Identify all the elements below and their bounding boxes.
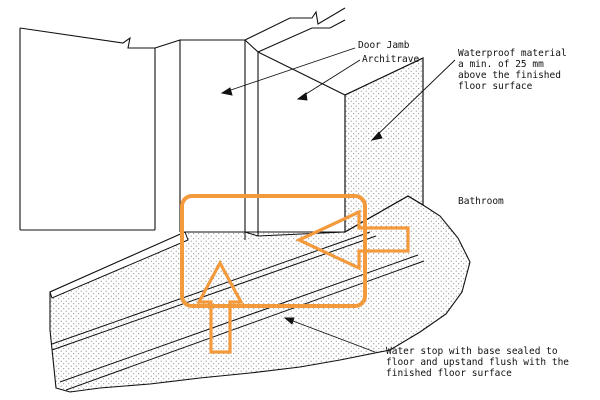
wall-lines (19, 7, 424, 232)
label-architrave: Architrave (362, 54, 420, 65)
arrow-left-icon (295, 209, 410, 271)
hall-floor-strip (49, 231, 189, 299)
label-water-stop: Water stop with base sealed to floor and… (386, 346, 570, 379)
label-waterproof-material: Waterproof material a min. of 25 mm abov… (458, 48, 567, 92)
label-bathroom: Bathroom (458, 196, 504, 207)
jamb-base-detail (185, 231, 346, 240)
leader-lines (220, 47, 456, 353)
arrow-up-icon (196, 259, 244, 354)
label-door-jamb: Door Jamb (358, 40, 410, 51)
